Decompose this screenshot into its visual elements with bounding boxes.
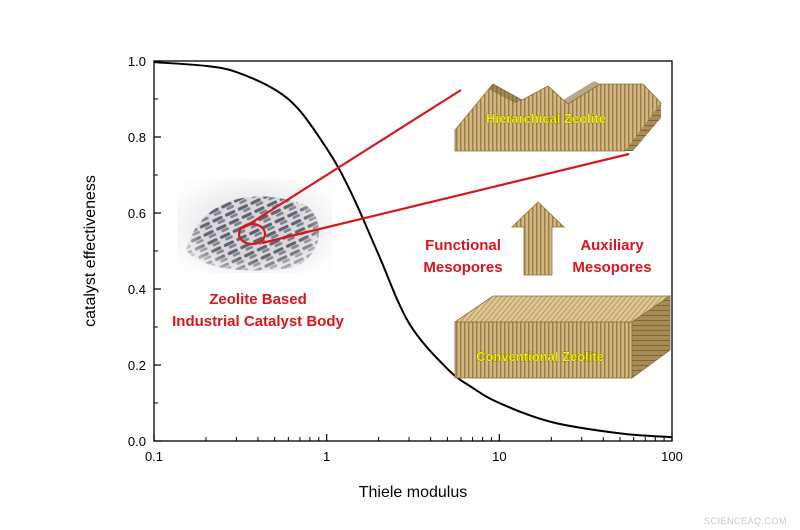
zoom-circle [237, 222, 267, 246]
functional-label-line-2: Mesopores [423, 259, 502, 276]
y-tick-label: 0.0 [128, 434, 146, 449]
conventional-zeolite-label: Conventional Zeolite [476, 349, 604, 364]
auxiliary-label-line-2: Mesopores [572, 259, 651, 276]
watermark: SCIENCEAQ.COM [704, 516, 787, 526]
up-arrow-icon [511, 201, 565, 276]
photo-caption-line-1: Zeolite Based [209, 291, 307, 308]
hierarchical-zeolite-label: Hierarchical Zeolite [486, 111, 606, 126]
hierarchical-zeolite-block [454, 81, 662, 152]
y-axis-title: catalyst effectiveness [82, 175, 99, 327]
x-axis-ticks: 0.1 1 10 100 [145, 434, 683, 464]
zoom-line-top [242, 89, 462, 229]
y-tick-label: 0.4 [128, 282, 146, 297]
y-tick-label: 0.2 [128, 358, 146, 373]
catalyst-photo [177, 179, 332, 273]
x-tick-label: 10 [492, 449, 506, 464]
conventional-zeolite-block [453, 295, 672, 379]
y-tick-label: 1.0 [128, 54, 146, 69]
y-tick-label: 0.6 [128, 206, 146, 221]
auxiliary-label-line-1: Auxiliary [580, 237, 644, 254]
x-tick-label: 0.1 [145, 449, 163, 464]
x-tick-label: 1 [323, 449, 330, 464]
photo-caption-line-2: Industrial Catalyst Body [172, 313, 344, 330]
functional-label-line-1: Functional [425, 237, 501, 254]
x-axis-title: Thiele modulus [359, 484, 468, 501]
effectiveness-curve [153, 61, 673, 439]
x-tick-label: 100 [661, 449, 683, 464]
y-axis-ticks: 0.0 0.2 0.4 0.6 0.8 1.0 [128, 54, 161, 449]
y-tick-label: 0.8 [128, 130, 146, 145]
zoom-line-bottom [261, 152, 630, 245]
